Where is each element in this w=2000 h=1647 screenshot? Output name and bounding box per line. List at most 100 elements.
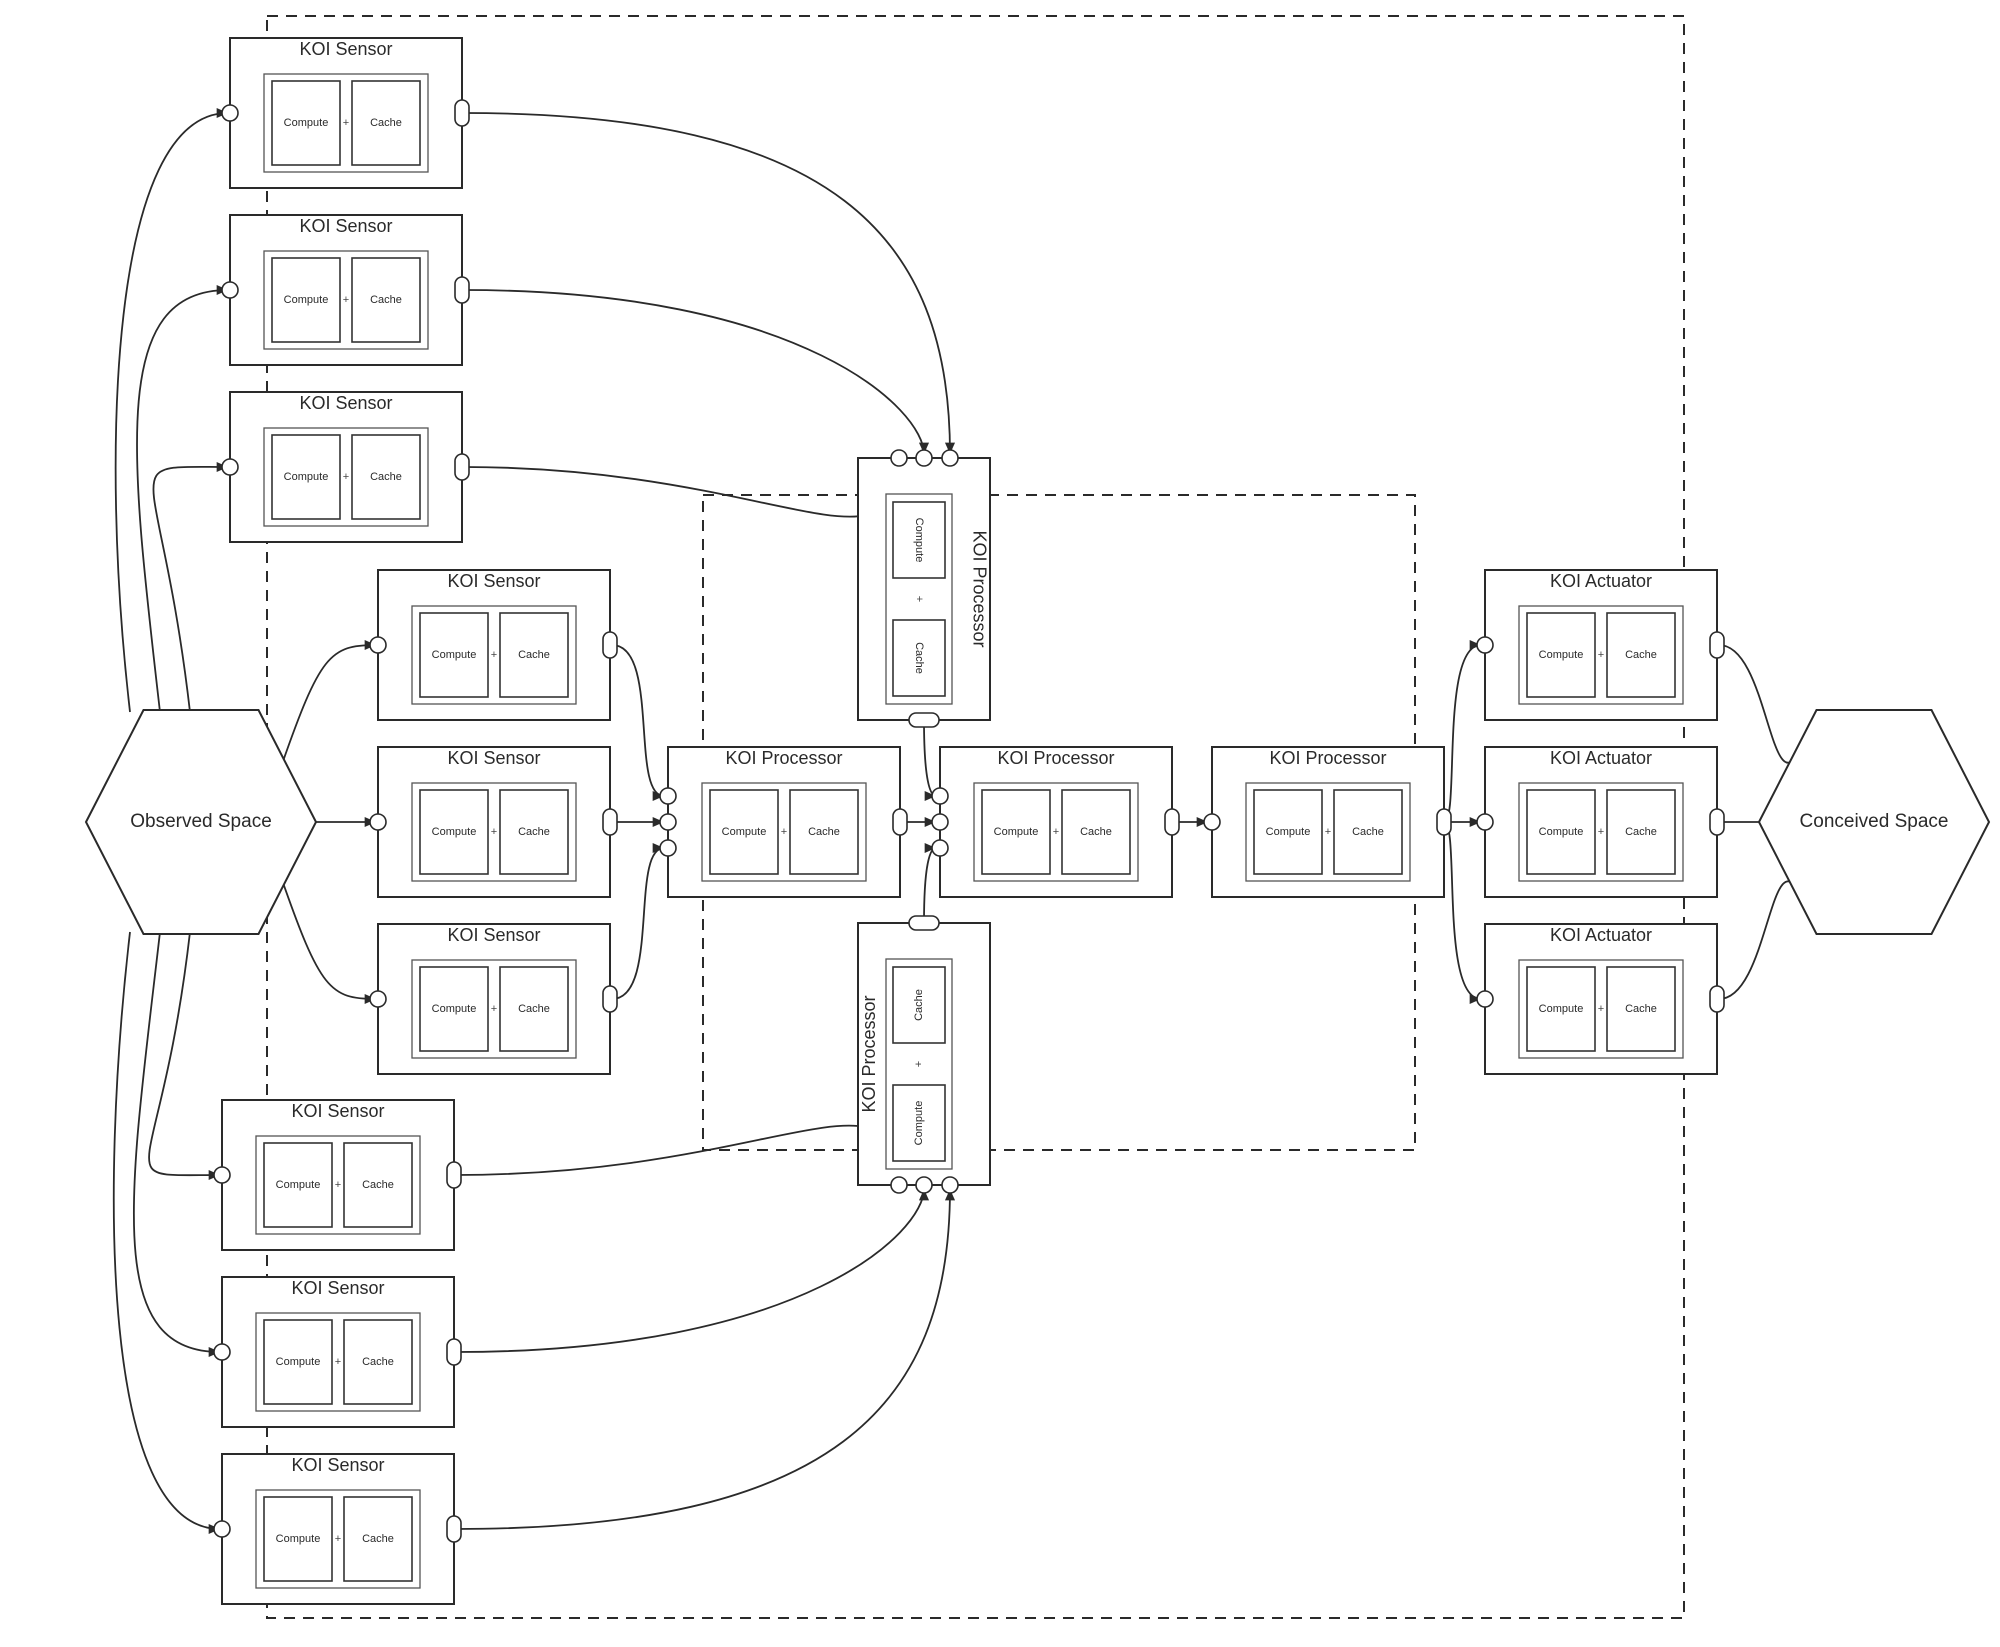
cache-label: Cache [518, 649, 550, 661]
outer-boundary [266, 15, 1685, 1619]
compute-label: Compute [722, 826, 767, 838]
sensor-to-processor-edge [463, 453, 905, 518]
cache-label: Cache [370, 294, 402, 306]
compute-label: Compute [1539, 649, 1584, 661]
compute-label: Compute [432, 649, 477, 661]
compute-box [892, 501, 946, 579]
plus-sign: + [335, 1533, 341, 1545]
input-port-icon [1476, 990, 1494, 1008]
observed-to-sensor-edge [132, 931, 221, 1358]
compute-label: Compute [284, 471, 329, 483]
output-port-icon [1709, 631, 1725, 659]
input-port-icon [213, 1166, 231, 1184]
compute-box [271, 257, 341, 343]
koi-processor-2-title: KOI Processor [997, 748, 1114, 768]
input-port-icon [931, 787, 949, 805]
compute-box [981, 789, 1051, 875]
compute-label: Compute [1266, 826, 1311, 838]
sensor-to-processor-edge [455, 1188, 930, 1353]
output-port-icon [602, 808, 618, 836]
cache-box [343, 1496, 413, 1582]
input-port-icon [915, 449, 933, 467]
actuator-to-conceived-edge [1718, 880, 1805, 1000]
output-port-icon [1709, 985, 1725, 1013]
compute-box [419, 789, 489, 875]
cache-box [351, 434, 421, 520]
compute-box [263, 1142, 333, 1228]
observed-space-node: Observed Space [84, 709, 318, 935]
input-port-icon [915, 1176, 933, 1194]
input-port-icon [221, 104, 239, 122]
output-port-icon [454, 453, 470, 481]
conceived-space-node: Conceived Space [1757, 709, 1991, 935]
input-port-icon [221, 281, 239, 299]
compute-box [1526, 966, 1596, 1052]
cache-label: Cache [1352, 826, 1384, 838]
koi-sensor-2-title: KOI Sensor [299, 216, 392, 236]
plus-sign: + [491, 649, 497, 661]
input-port-icon [369, 990, 387, 1008]
input-port-icon [213, 1520, 231, 1538]
input-port-icon [1476, 813, 1494, 831]
cache-box [1606, 789, 1676, 875]
cache-label: Cache [1625, 826, 1657, 838]
cache-label: Cache [362, 1356, 394, 1368]
output-port-icon [892, 808, 908, 836]
koi-sensor-5-title: KOI Sensor [447, 748, 540, 768]
cache-box [892, 619, 946, 697]
koi-sensor-7-title: KOI Sensor [291, 1101, 384, 1121]
compute-box [419, 612, 489, 698]
koi-processor-top-title: KOI Processor [969, 530, 989, 647]
observed-to-sensor-edge [152, 461, 229, 713]
koi-actuator-3-title: KOI Actuator [1550, 925, 1652, 945]
compute-box [1526, 612, 1596, 698]
compute-label: Compute [276, 1179, 321, 1191]
input-port-icon [931, 839, 949, 857]
cache-box [499, 789, 569, 875]
compute-label: Compute [284, 117, 329, 129]
sensor-to-processor-edge [455, 1188, 956, 1530]
plus-sign: + [1598, 1003, 1604, 1015]
input-port-icon [659, 839, 677, 857]
compute-label: Compute [276, 1533, 321, 1545]
observed-to-sensor-edge [280, 639, 377, 768]
koi-processor-3-title: KOI Processor [1269, 748, 1386, 768]
input-port-icon [890, 449, 908, 467]
observed-to-sensor-edge [114, 107, 229, 713]
cache-label: Cache [370, 117, 402, 129]
cache-label: Cache [362, 1179, 394, 1191]
koi-sensor-4-title: KOI Sensor [447, 571, 540, 591]
compute-label: Compute [1539, 826, 1584, 838]
plus-sign: + [491, 826, 497, 838]
compute-label: Compute [432, 826, 477, 838]
koi-sensor-9-title: KOI Sensor [291, 1455, 384, 1475]
output-port-icon [908, 915, 940, 931]
cache-box [351, 80, 421, 166]
processor-to-processor-edge [923, 719, 937, 802]
koi-actuator-2-title: KOI Actuator [1550, 748, 1652, 768]
output-port-icon [1164, 808, 1180, 836]
plus-sign: + [343, 471, 349, 483]
koi-actuator-1-title: KOI Actuator [1550, 571, 1652, 591]
compute-label: Compute [913, 1101, 925, 1146]
sensor-to-processor-edge [463, 112, 956, 455]
compute-label: Compute [994, 826, 1039, 838]
input-port-icon [221, 458, 239, 476]
compute-box [271, 80, 341, 166]
observed-space-node-label: Observed Space [130, 811, 272, 832]
cache-box [1606, 612, 1676, 698]
plus-sign: + [913, 1061, 925, 1067]
koi-processor-bottom-title: KOI Processor [859, 995, 879, 1112]
conceived-space-node-shape [1757, 709, 1991, 935]
cache-label: Cache [1080, 826, 1112, 838]
